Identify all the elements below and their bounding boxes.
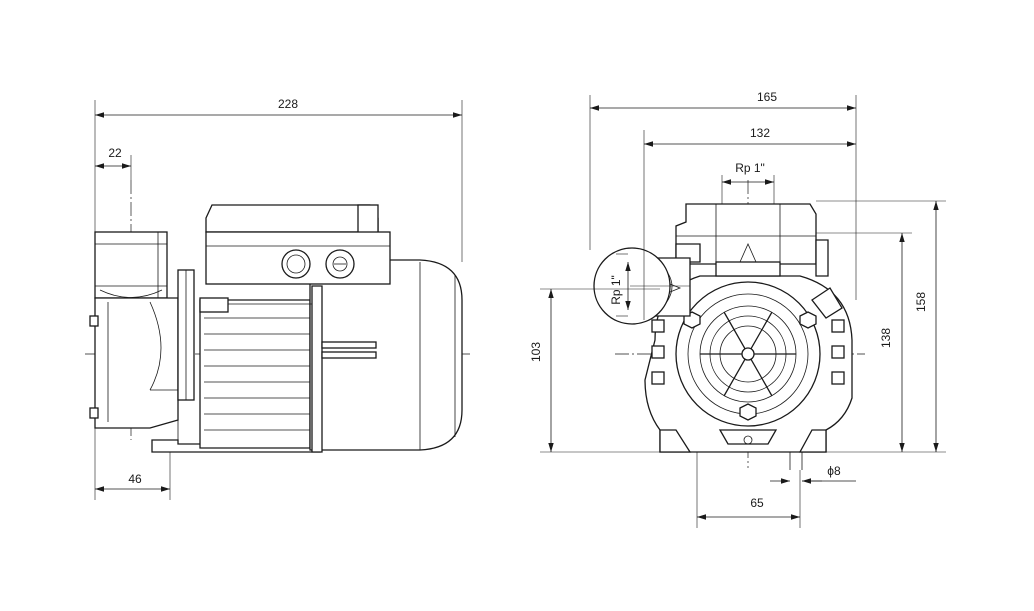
pump-inlet-connection (94, 231, 168, 299)
front-base-feet (659, 429, 827, 470)
inlet-detail-circle (593, 247, 690, 325)
dim-inlet-height: 103 (529, 342, 543, 362)
dim-overall-height: 158 (914, 292, 928, 312)
front-dimension-lines (540, 95, 946, 528)
dim-foot-hole-diameter: ϕ8 (827, 464, 841, 478)
dim-overall-length: 228 (278, 97, 298, 111)
dim-foot-offset: 46 (128, 472, 142, 486)
front-view: Rp 1" (529, 90, 946, 528)
housing-ribs (651, 287, 845, 421)
dim-overall-width: 165 (757, 90, 777, 104)
dim-inlet-offset: 22 (108, 146, 122, 160)
cooling-fins (204, 317, 310, 431)
dim-inlet-thread: Rp 1" (609, 275, 623, 305)
terminal-box (199, 204, 391, 313)
pump-volute (89, 269, 195, 429)
outlet-casing (675, 203, 829, 277)
dim-outlet-height: 138 (879, 328, 893, 348)
motor-housing (199, 259, 463, 453)
dim-outlet-thread: Rp 1" (735, 161, 765, 175)
side-dimension-lines (94, 100, 463, 500)
side-view: 228 22 46 (85, 97, 470, 500)
dim-foot-width: 132 (750, 126, 770, 140)
dim-foot-hole-spacing: 65 (750, 496, 764, 510)
